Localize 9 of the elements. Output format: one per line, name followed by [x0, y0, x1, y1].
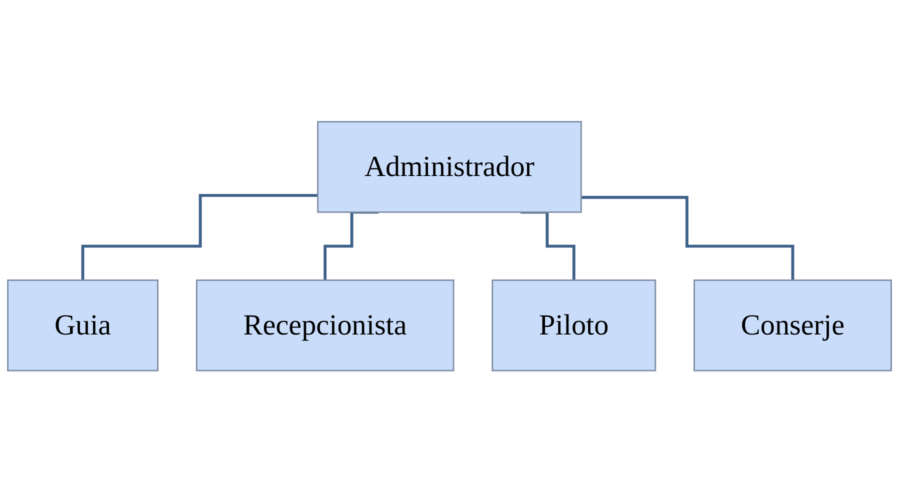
node-box: Recepcionista [196, 280, 454, 372]
connector [581, 196, 794, 282]
node-box: Guia [7, 280, 159, 372]
connector [81, 194, 318, 282]
node-box: Administrador [317, 121, 582, 214]
node-box: Piloto [492, 280, 656, 372]
connector [520, 211, 576, 282]
connector [324, 211, 378, 282]
node-box: Conserje [694, 280, 892, 372]
